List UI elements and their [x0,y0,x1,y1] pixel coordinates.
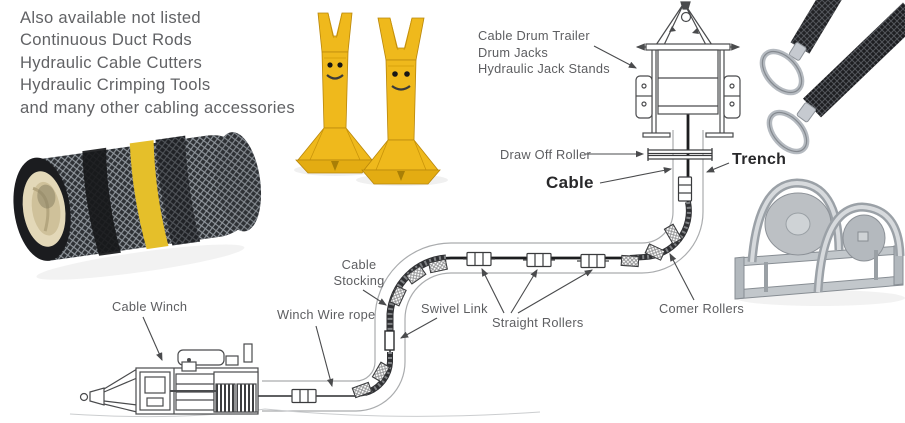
swivel-link-label: Swivel Link [421,301,488,316]
drum-trailer-label-line: Hydraulic Jack Stands [478,61,610,76]
cable-winch-label: Cable Winch [112,299,188,314]
cable-stocking-label: Cable Stocking [328,257,390,288]
cable-winch-icon [79,343,356,415]
swivel-link-icon [384,330,395,351]
drum-trailer-label: Cable Drum Trailer Drum Jacks Hydraulic … [478,28,610,78]
cable-label: Cable [546,173,594,192]
trench-outline [262,130,704,412]
intro-line: Hydraulic Cable Cutters [20,52,203,72]
cable-stocking-label-line: Cable [341,257,377,272]
cable-stocking-mesh [364,201,692,396]
cable-stocking-label-line: Stocking [333,272,385,288]
also-available-text: Also available not listed Continuous Duc… [20,7,295,119]
jack-stand-icon [294,12,378,176]
draw-off-roller-label: Draw Off Roller [500,147,591,162]
corner-roller-icon [351,223,683,399]
intro-line: Hydraulic Crimping Tools [20,75,211,95]
winch-wire-rope-label: Winch Wire rope [277,307,376,322]
intro-line: and many other cabling accessories [20,97,295,117]
jack-stand-icon [356,17,448,186]
leader-arrows [142,45,730,388]
ground-line [69,408,541,418]
drum-trailer-label-line: Drum Jacks [478,44,549,60]
draw-off-roller-icon [647,148,713,161]
corner-rollers-label: Comer Rollers [659,301,745,316]
pulling-grip-icon [759,0,842,96]
intro-line: Continuous Duct Rods [20,30,193,50]
straight-roller-icon [291,176,693,404]
trench-label: Trench [732,151,787,168]
cable-stocking-roll-photo [13,132,262,280]
pulling-grip-icon [766,2,905,155]
corner-roller-unit-icon [734,178,905,306]
intro-line: Also available not listed [20,8,201,27]
cable-drum-trailer-icon [635,1,741,138]
drum-trailer-label-line: Cable Drum Trailer [478,28,590,43]
straight-rollers-label: Straight Rollers [492,315,584,330]
